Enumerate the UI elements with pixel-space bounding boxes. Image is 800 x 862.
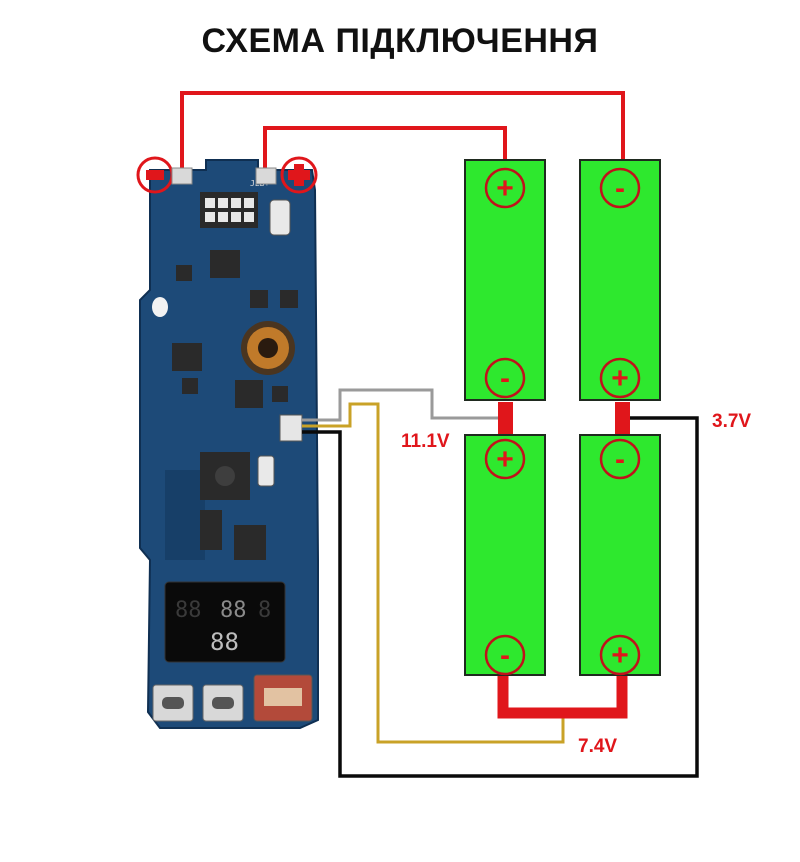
cell-top-right-negative: - (615, 172, 625, 205)
cell-bottom-right: - + (579, 434, 661, 676)
cell-top-left-negative: - (500, 362, 510, 395)
pcb-board: 88 88 8 88 JEB+ (139, 159, 319, 729)
pcb-positive-terminal (255, 156, 318, 194)
link-bottom (497, 676, 628, 719)
link-right (615, 402, 630, 434)
cell-bottom-right-negative: - (615, 443, 625, 476)
cell-top-right-positive: + (611, 362, 629, 395)
wire-red-negative (180, 91, 625, 170)
cell-bottom-right-positive: + (611, 639, 629, 672)
cell-top-left-positive: + (496, 172, 514, 205)
cell-bottom-left-positive: + (496, 443, 514, 476)
link-left (498, 402, 513, 434)
svg-text:88: 88 (220, 598, 247, 623)
cell-top-left: + - (464, 159, 546, 401)
wire-red-positive (263, 126, 507, 170)
cell-bottom-left-negative: - (500, 639, 510, 672)
wire-black-balance (302, 416, 699, 778)
diagram-title: СХЕМА ПІДКЛЮЧЕННЯ (201, 22, 599, 60)
svg-text:8: 8 (258, 598, 271, 623)
wire-gray-balance (302, 388, 505, 422)
voltage-label-11v: 11.1V (401, 431, 450, 452)
svg-text:88: 88 (175, 598, 202, 623)
cell-top-right: - + (579, 159, 661, 401)
voltage-label-7v: 7.4V (578, 736, 617, 757)
wire-yellow-balance (302, 402, 565, 744)
svg-text:88: 88 (210, 628, 239, 656)
voltage-label-3v: 3.7V (712, 411, 751, 432)
pcb-negative-terminal (136, 156, 193, 194)
cell-bottom-left: + - (464, 434, 546, 676)
pcb-positive-sign: + (299, 182, 300, 184)
